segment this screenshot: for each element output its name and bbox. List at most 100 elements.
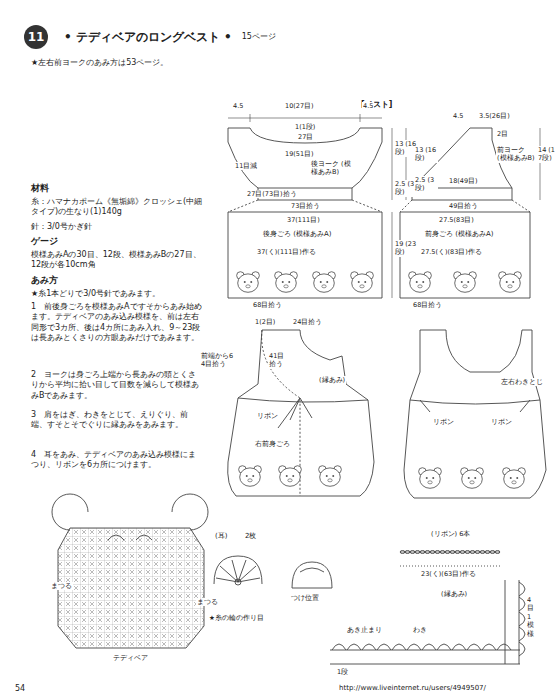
dimension-label: 24目拾う — [292, 318, 323, 326]
dimension-label: 2.5 (3段) — [414, 176, 438, 193]
instruction-text: 1 前後身ごろを模様あみAですそからあみ始めます。テディベアのあみ込み模様を、前… — [30, 302, 204, 344]
chain-stitch — [425, 551, 430, 554]
dimension-label: 19 (23段) — [394, 240, 418, 257]
edging-scallop — [519, 582, 525, 596]
bear-motif — [239, 466, 262, 487]
dimension-label: リボン — [490, 418, 513, 426]
chain-stitch — [445, 551, 450, 554]
edging-scallop — [467, 644, 481, 650]
title-band: • テディベアのロングベスト • 15ページ 11 — [18, 26, 545, 48]
dimension-label: 68目拾う — [412, 301, 443, 309]
edging-scallop — [519, 642, 525, 656]
dimension-label: 37(く)(111目)作る — [256, 248, 317, 256]
instruction-text: 4 耳をあみ、テディベアのあみ込み模様にまつり、リボンを6カ所につけます。 — [30, 450, 204, 471]
bear-motif — [461, 468, 484, 489]
dimension-label: 1(2目) — [254, 318, 276, 326]
edging-scallop — [347, 644, 361, 650]
dimension-label: 左右わきとじ — [500, 378, 544, 386]
chain-stitch — [435, 551, 440, 554]
chain-stitch — [470, 551, 475, 554]
dimension-label: 1(1段) — [294, 123, 316, 131]
instruction-text: 材料 — [30, 183, 50, 195]
instruction-text: 針：3/0号かぎ針 — [30, 222, 93, 232]
chain-stitch — [405, 551, 410, 554]
dimension-label: 27.5(83目) — [438, 216, 475, 224]
edging-scallop — [407, 644, 421, 650]
chain-stitch — [450, 551, 455, 554]
chain-stitch — [410, 551, 415, 554]
number-circle: 11 — [24, 25, 48, 49]
chain-stitch — [400, 551, 405, 554]
dimension-label: 54 — [14, 684, 26, 694]
dimension-label: リボン — [256, 412, 279, 420]
chain-stitch — [455, 551, 460, 554]
bear-motif — [279, 466, 302, 487]
dimension-label: http://www.liveinternet.ru/users/4949507… — [338, 684, 487, 693]
chain-stitch — [495, 551, 500, 554]
chain-stitch — [490, 551, 495, 554]
bear-motif — [499, 272, 522, 293]
title-text: • テディベアのロングベスト • — [64, 29, 232, 46]
dimension-label: 19(51目) — [284, 150, 315, 158]
dimension-label: (リボン) 6本 — [430, 530, 471, 538]
chain-stitch — [430, 551, 435, 554]
instruction-text: 糸：ハマナカポーム《無垢綿》クロッシェ(中細タイプ)の生なり(1)140g — [30, 197, 204, 218]
dimension-label: 3.5(26目) — [478, 112, 511, 120]
dimension-label: 27目(73目)拾う — [246, 190, 298, 198]
chain-stitch — [460, 551, 465, 554]
bear-motif — [419, 468, 442, 489]
chain-stitch — [480, 551, 485, 554]
dimension-label: 前ヨーク (模様あみB) — [496, 146, 536, 163]
dimension-label: 4.5 — [232, 102, 244, 110]
dimension-label: 73目拾う — [290, 202, 321, 210]
bear-motif — [351, 272, 374, 293]
dimension-label: 11目減 — [234, 162, 258, 170]
dimension-label: わき — [412, 626, 428, 634]
bear-motif — [319, 466, 342, 487]
chain-stitch — [440, 551, 445, 554]
instruction-text: 3 肩をはぎ、わきをとじて、えりぐり、前端、すそとそでぐりに縁あみをあみます。 — [30, 410, 204, 431]
dimension-label: 27目 — [297, 133, 314, 141]
instruction-text: ゲージ — [30, 236, 59, 248]
page-ref: 15ページ — [242, 31, 276, 42]
dimension-label: 前身ごろ (模様あみA) — [424, 230, 494, 239]
bear-motif — [237, 272, 260, 293]
bear-motif — [409, 272, 432, 293]
dimension-label: 27.5(く)(83目)作る — [420, 248, 483, 256]
dimension-label: 49目拾う — [448, 202, 479, 210]
instruction-text: 2 ヨークは身ごろ上端から長あみの頭とくさりから平均に拾い目して目数を減らして模… — [30, 370, 204, 401]
dimension-label: つけ位置 — [290, 594, 320, 602]
edging-scallop — [392, 644, 406, 650]
edging-scallop — [497, 644, 511, 650]
chain-stitch — [420, 551, 425, 554]
instruction-text: あみ方 — [30, 275, 59, 287]
dimension-label: 前端から64目拾う — [200, 352, 236, 369]
dimension-label: 後身ごろ (模様あみA) — [262, 230, 332, 239]
bear-motif — [313, 272, 336, 293]
dimension-label: 後ヨーク (模様あみB) — [310, 160, 356, 177]
dimension-label: まつる — [196, 598, 219, 606]
instruction-text: 模様あみAの30目、12段、模様あみBの27目、12段が各10cm角 — [30, 250, 204, 271]
bear-motif — [503, 468, 526, 489]
chain-stitch — [465, 551, 470, 554]
edging-scallop — [332, 644, 346, 650]
dimension-label: 右前身ごろ — [254, 440, 291, 448]
bear-motif — [275, 272, 298, 293]
chain-stitch — [475, 551, 480, 554]
chain-stitch — [415, 551, 420, 554]
edging-scallop — [377, 644, 391, 650]
edging-scallop — [519, 597, 525, 611]
edging-scallop — [437, 644, 451, 650]
dimension-label: ★糸の輪の作り目 — [208, 614, 265, 622]
dimension-label: 23(く)(63目)作る — [420, 570, 477, 578]
edging-scallop — [519, 612, 525, 626]
dimension-label: 10(27目) — [284, 102, 315, 110]
callout-number: 11 — [28, 30, 45, 44]
watermark: 1段 — [336, 668, 349, 676]
dimension-label: (縁あみ) — [440, 590, 468, 598]
edging-scallop — [452, 644, 466, 650]
dimension-label: 2目 — [496, 130, 509, 138]
dimension-label: 41目拾う — [268, 352, 292, 369]
dimension-label: 4.5 — [362, 102, 374, 110]
